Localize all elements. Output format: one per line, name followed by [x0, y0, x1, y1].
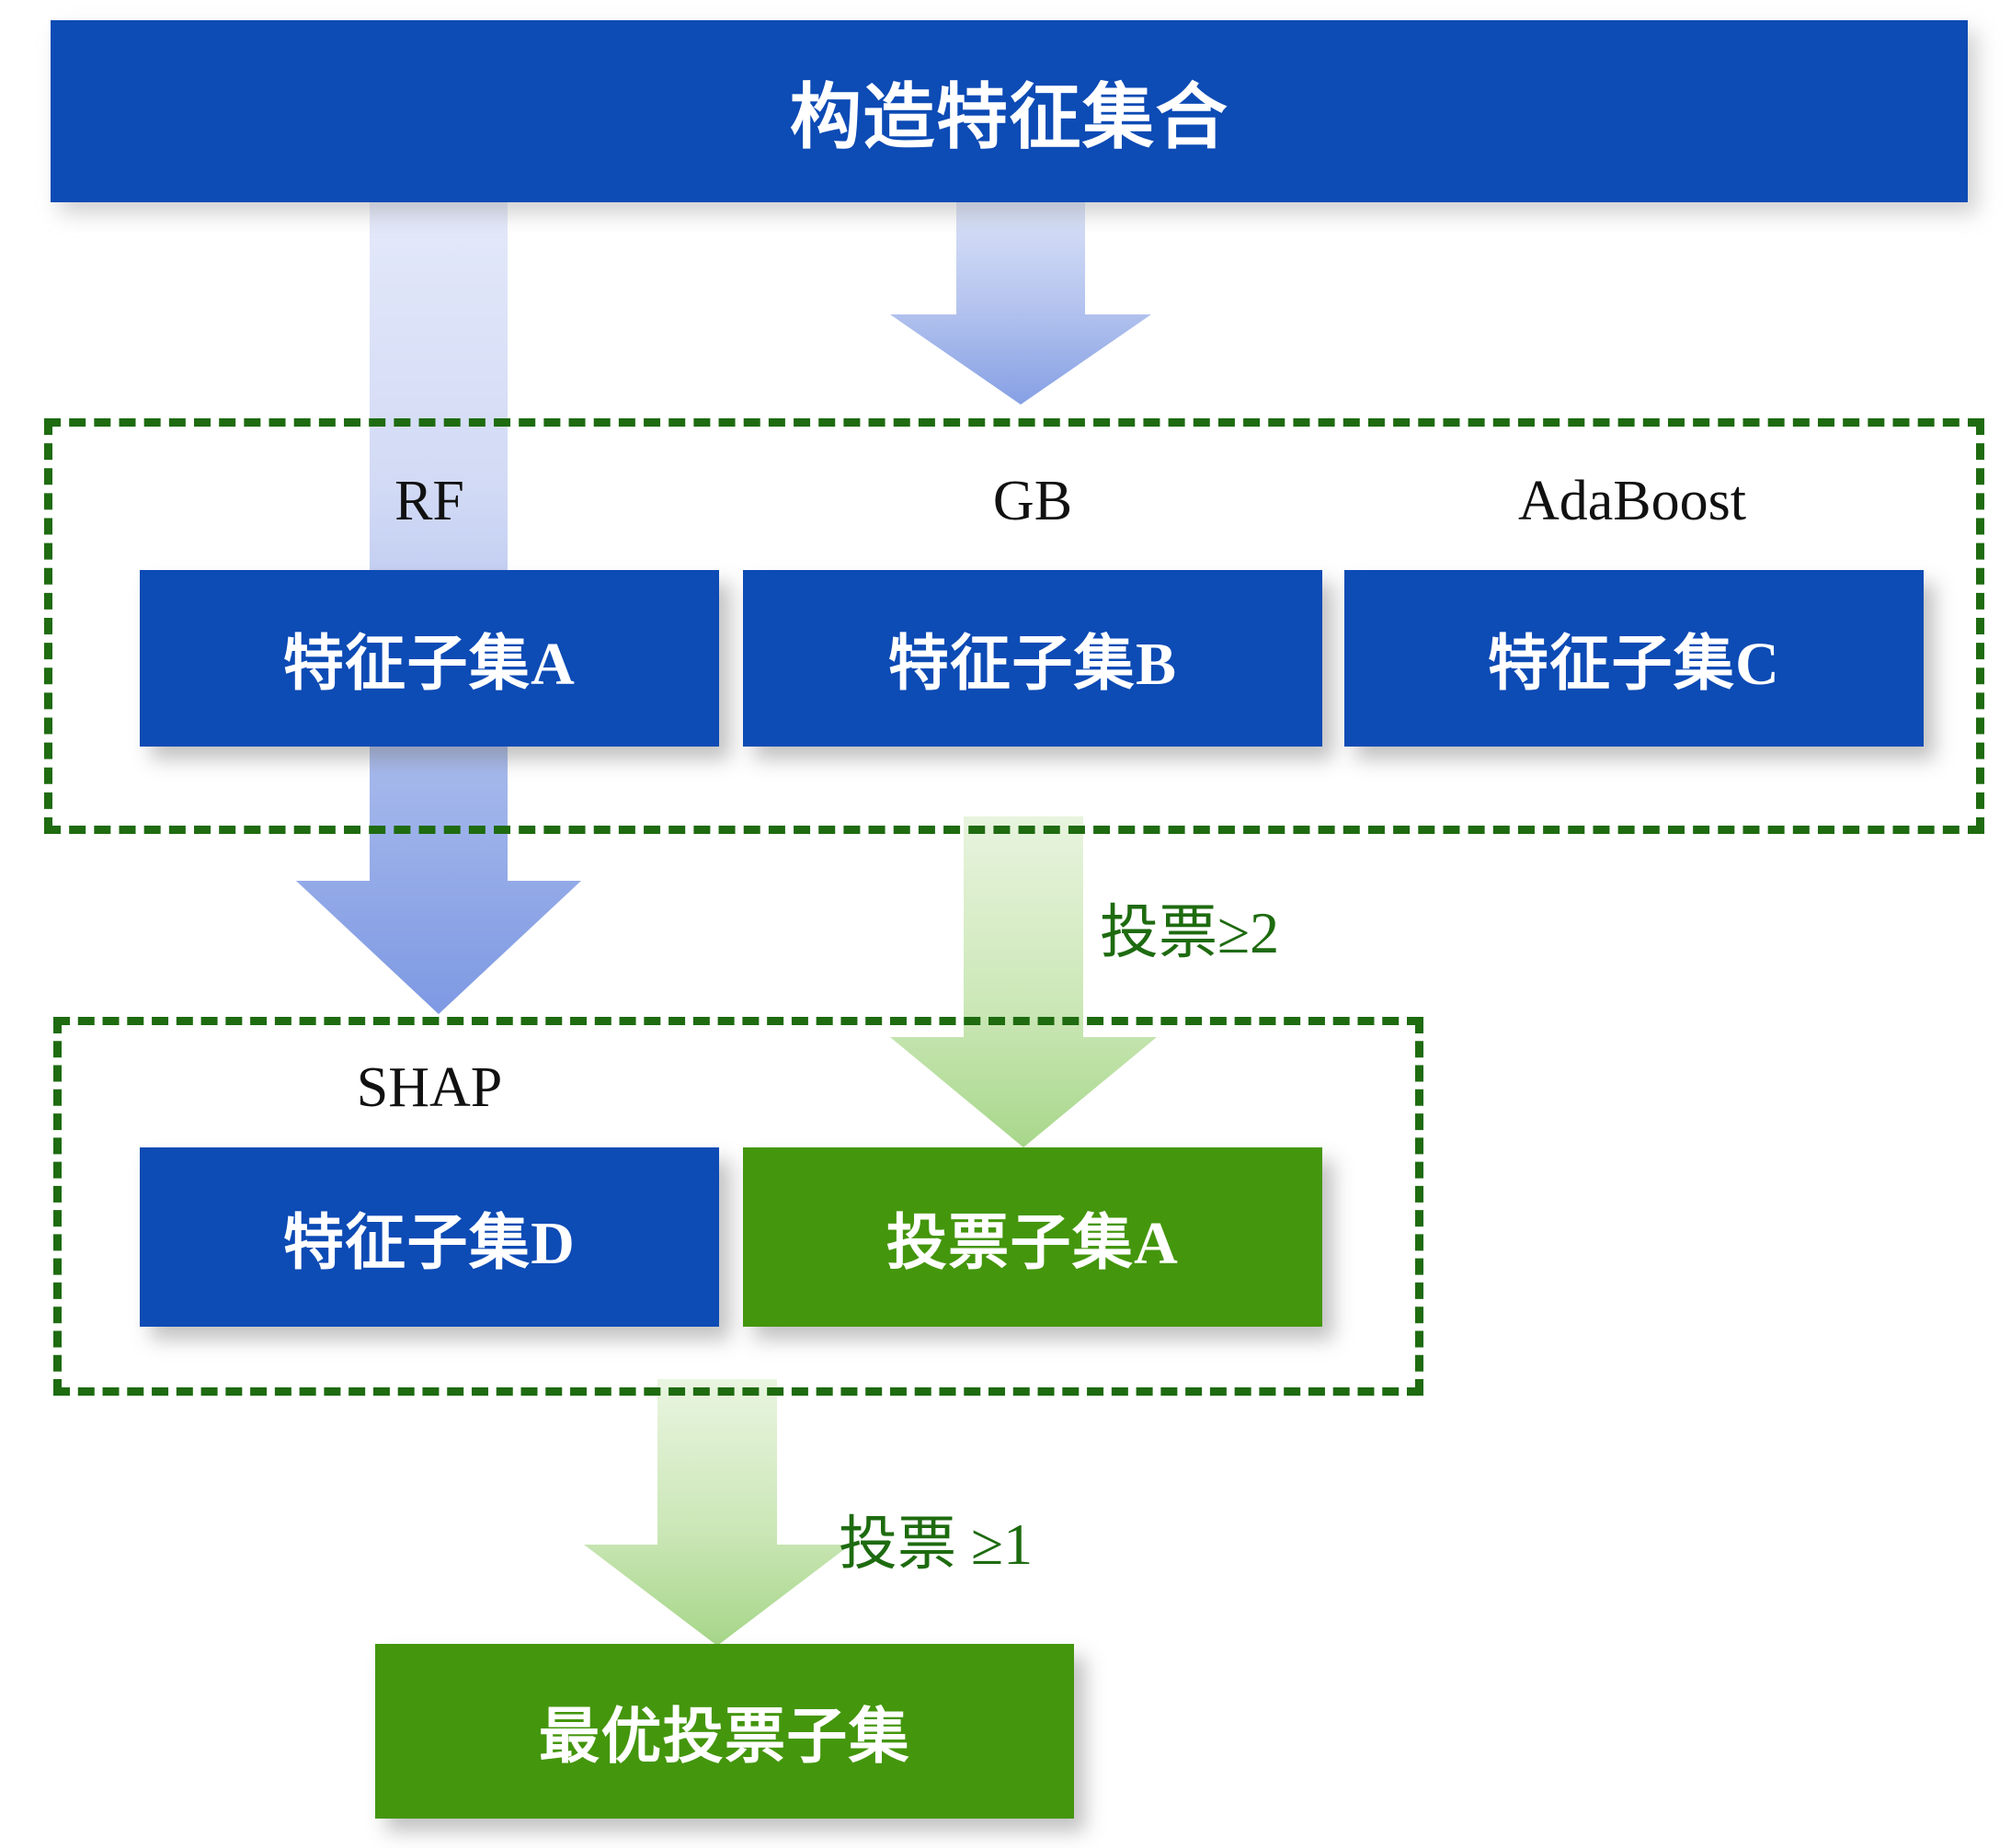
- feature-subset-a-box[interactable]: 特征子集A: [140, 570, 719, 747]
- vote-threshold-1-label: 投票 ≥1: [839, 1511, 1034, 1577]
- refinement-group-frame: [53, 1017, 1423, 1396]
- method-label-rf: RF: [394, 470, 464, 532]
- ensemble-selection-group-frame: [44, 418, 1984, 834]
- method-label-gb: GB: [992, 470, 1073, 532]
- vote-threshold-2-label: 投票≥2: [1100, 900, 1280, 965]
- vote-subset-a-box[interactable]: 投票子集A: [743, 1147, 1322, 1327]
- feature-subset-d-box[interactable]: 特征子集D: [140, 1147, 719, 1327]
- feature-subset-c-box[interactable]: 特征子集C: [1344, 570, 1924, 747]
- optimal-vote-subset-box[interactable]: 最优投票子集: [375, 1644, 1074, 1819]
- title-box-construct-feature-set[interactable]: 构造特征集合: [51, 20, 1968, 202]
- arrow-vote-ge-1: [584, 1379, 851, 1646]
- arrow-banner-to-gb: [890, 200, 1151, 405]
- feature-subset-b-box[interactable]: 特征子集B: [743, 570, 1322, 747]
- method-label-adaboost: AdaBoost: [1518, 470, 1746, 532]
- method-label-shap: SHAP: [356, 1056, 503, 1119]
